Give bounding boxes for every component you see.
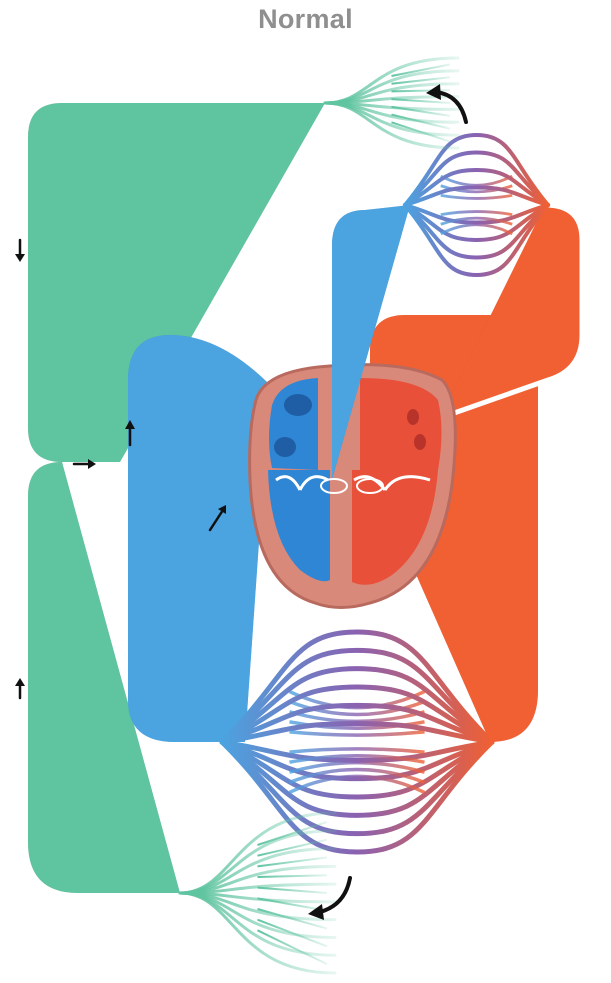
lymph-capillaries-upper	[325, 58, 458, 148]
right-atrium-opening-1	[284, 394, 312, 416]
lymph-capillaries-lower	[180, 813, 335, 973]
lymph-flow-arrow-up	[15, 678, 25, 698]
body-capillary	[290, 732, 425, 735]
lymph-capillary	[392, 99, 451, 103]
lymph-capillary	[258, 888, 328, 893]
lymph-capillary	[180, 893, 335, 973]
lung-capillary	[441, 212, 513, 215]
systemic-veins	[128, 335, 270, 742]
vena-cava	[128, 335, 270, 742]
systemic-capillary-bed	[222, 632, 492, 852]
right-atrium-opening-2	[274, 437, 296, 457]
lymph-capillary	[258, 875, 328, 877]
lung-capillary	[441, 176, 513, 185]
body-capillary	[290, 749, 425, 752]
lung-capillary	[441, 195, 513, 198]
left-atrium-opening-2	[414, 434, 426, 450]
left-atrium-opening-1	[407, 409, 419, 425]
lung-capillary	[441, 225, 513, 234]
lymph-flow-arrow-down	[15, 240, 25, 262]
